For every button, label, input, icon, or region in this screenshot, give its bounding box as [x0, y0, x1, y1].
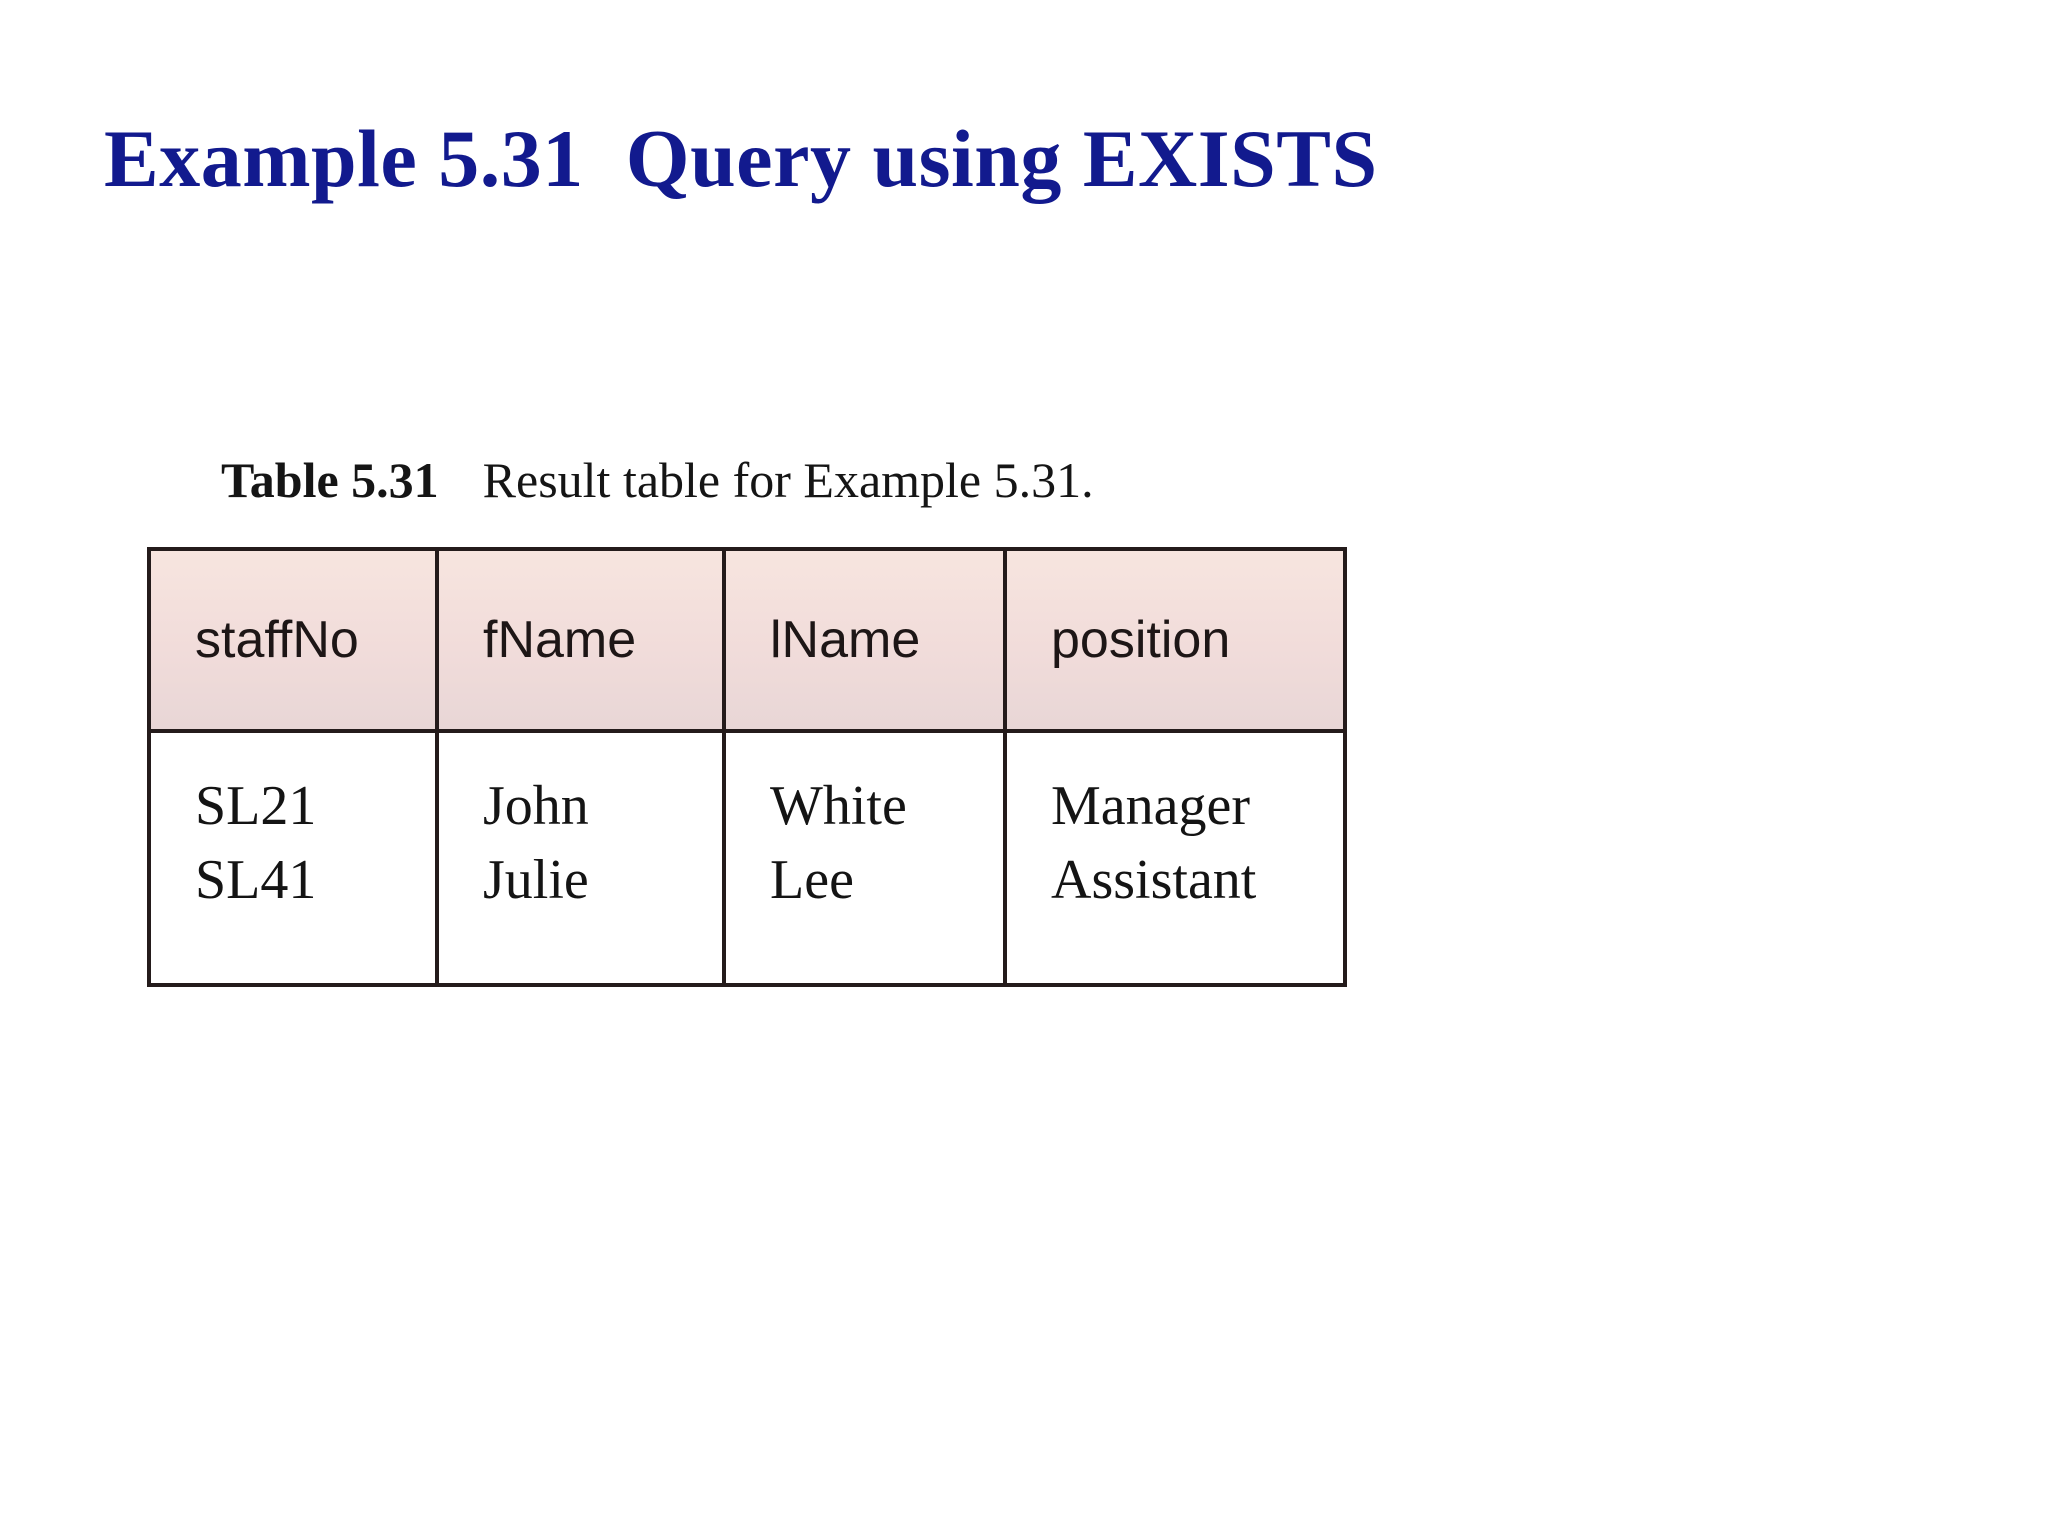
- column-header-lname: lName: [724, 549, 1007, 733]
- table-cell-staffno: SL21 SL41: [149, 731, 439, 985]
- table-cell-fname: John Julie: [437, 731, 726, 985]
- column-header-fname: fName: [437, 549, 726, 733]
- result-table: staffNo fName lName position SL21 SL41: [147, 547, 1347, 987]
- table-caption-label: Table 5.31: [221, 452, 439, 508]
- table-cell-value: John: [483, 775, 589, 837]
- table-cell-value: Manager: [1051, 775, 1251, 837]
- cell-stack-staffno: SL21 SL41: [151, 733, 435, 918]
- result-table-container: staffNo fName lName position SL21 SL41: [147, 547, 1347, 987]
- page-title: Example 5.31 Query using EXISTS: [104, 113, 1378, 204]
- table-cell-value: SL21: [195, 775, 317, 837]
- table-caption-text: Result table for Example 5.31.: [482, 452, 1094, 508]
- column-header-position: position: [1005, 549, 1345, 733]
- table-cell-value: SL41: [195, 849, 317, 912]
- table-cell-value: White: [770, 775, 907, 837]
- table-cell-lname: White Lee: [724, 731, 1007, 985]
- cell-stack-lname: White Lee: [726, 733, 1003, 918]
- table-cell-value: Julie: [483, 849, 589, 912]
- table-caption: Table 5.31 Result table for Example 5.31.: [146, 398, 1094, 563]
- table-header-row: staffNo fName lName position: [149, 549, 1345, 733]
- table-cell-position: Manager Assistant: [1005, 731, 1345, 985]
- column-header-staffno: staffNo: [149, 549, 439, 733]
- cell-stack-fname: John Julie: [439, 733, 722, 918]
- table-body-row: SL21 SL41 John Julie Whi: [149, 731, 1345, 985]
- cell-stack-position: Manager Assistant: [1007, 733, 1343, 918]
- table-cell-value: Assistant: [1051, 849, 1257, 912]
- table-cell-value: Lee: [770, 849, 854, 912]
